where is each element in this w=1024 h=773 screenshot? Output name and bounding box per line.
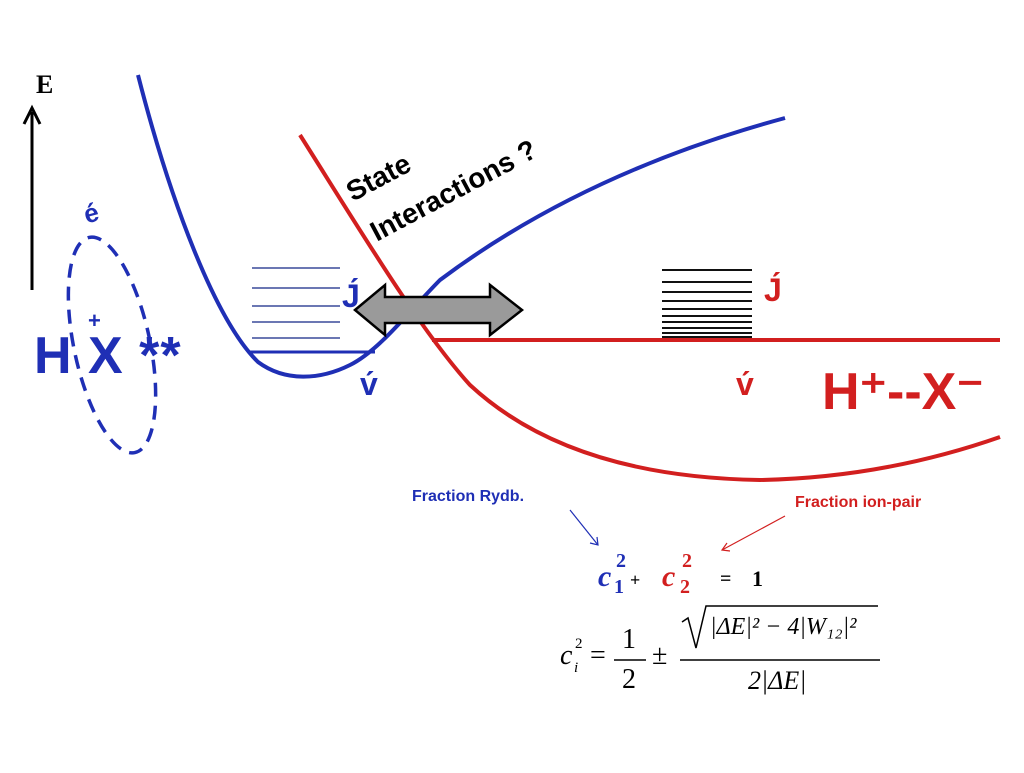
fraction-rydberg-label: Fraction Rydb. [412, 488, 525, 505]
c1-symbol: c [598, 560, 612, 593]
ion-core-plus: + [88, 308, 101, 333]
ci-symbol: c [560, 640, 573, 671]
ci-superscript: 2 [575, 636, 583, 652]
equation2-equals: = [590, 640, 606, 671]
ci-subscript: i [574, 660, 579, 676]
root-expression: |ΔE|² − 4|W₁₂|² [710, 614, 857, 640]
rydberg-potential-curve [136, 74, 786, 379]
main-denominator: 2|ΔE| [748, 666, 807, 695]
energy-axis-label: E [36, 70, 54, 99]
ionpair-v-label: v́ [736, 366, 754, 402]
electron-orbit [66, 235, 158, 455]
c2-superscript: 2 [682, 550, 692, 572]
energy-axis-arrowhead [22, 104, 42, 125]
plus-sign: + [630, 570, 641, 590]
normalization-equation: c 2 1 + c 2 2 = 1 [598, 550, 778, 604]
c2-subscript: 2 [680, 576, 690, 598]
ionpair-potential-curve [298, 133, 1001, 483]
fraction-ionpair-label: Fraction ion-pair [795, 494, 922, 511]
rydberg-rotational-levels [252, 267, 340, 339]
rydberg-v-label: v́ [360, 366, 378, 402]
ionpair-species-label: H⁺--X⁻ [822, 363, 984, 421]
ionpair-pointer-arrow [721, 515, 786, 551]
rydberg-j-label: J́ [342, 278, 360, 314]
square-root-sign [681, 605, 878, 649]
normalization-rhs: 1 [752, 566, 763, 591]
half-numerator: 1 [622, 624, 636, 655]
half-denominator: 2 [622, 664, 636, 695]
rydberg-pointer-arrow [569, 509, 599, 546]
ionpair-j-label: J́ [764, 272, 782, 308]
rydberg-pointer-arrowhead [589, 536, 599, 546]
state-interaction-arrow [353, 282, 525, 338]
equals-sign: = [720, 568, 732, 590]
rydberg-species-label: H X ** [34, 327, 182, 385]
plus-minus-sign: ± [652, 640, 668, 671]
c1-superscript: 2 [616, 550, 626, 572]
ionpair-rotational-levels [662, 269, 752, 338]
ionpair-pointer-arrowhead [720, 542, 731, 552]
c1-subscript: 1 [614, 576, 624, 598]
c2-symbol: c [662, 560, 676, 593]
